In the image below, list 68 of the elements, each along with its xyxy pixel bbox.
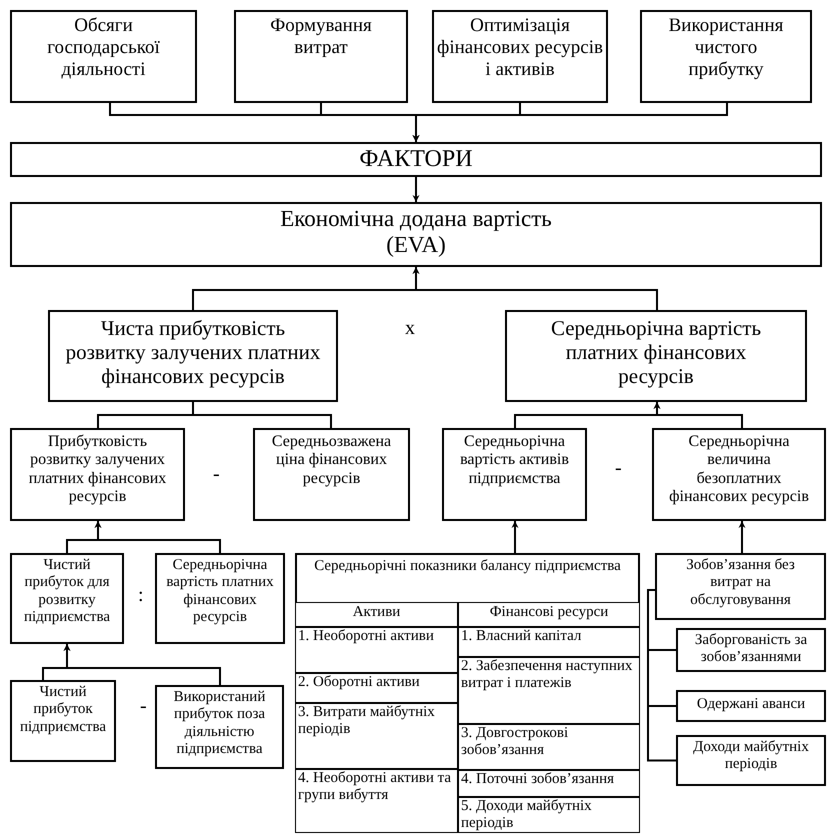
box-label: Використання чистого прибутку <box>668 15 784 81</box>
table-cell: 1. Власний капітал <box>458 627 640 657</box>
table-cell: 1. Необоротні активи <box>295 627 458 673</box>
arrow <box>654 402 743 428</box>
process-box <box>155 685 284 769</box>
operator-sign: - <box>213 464 220 484</box>
table <box>295 553 640 833</box>
process-box <box>10 202 822 267</box>
table-cell: 5. Доходи майбутніх періодів <box>458 797 640 833</box>
box-label: Зобов’язання без витрат на обслуговування <box>685 557 796 609</box>
operator-sign: x <box>405 318 415 338</box>
table-cell: 2. Забезпечення наступних витрат і платежів <box>458 657 640 724</box>
process-box <box>432 10 608 103</box>
process-box <box>10 553 124 644</box>
process-box <box>505 310 807 402</box>
process-box <box>10 10 197 103</box>
process-box <box>155 553 285 644</box>
process-box <box>655 553 826 620</box>
box-label: ФАКТОРИ <box>358 146 474 174</box>
box-label: Оптимізація фінансових ресурсів і активів <box>436 15 604 81</box>
box-label: Доходи майбутніх періодів <box>692 739 810 774</box>
box-label: Використаний прибуток поза діяльністю підприємства <box>172 689 266 758</box>
arrow <box>64 644 221 685</box>
arrow <box>512 521 518 553</box>
box-label: Середньорічна вартість активів підприємства <box>459 433 570 488</box>
table-title: Середньорічні показники балансу підприємства <box>313 558 622 576</box>
table-cell: Фінансові ресурси <box>458 602 640 627</box>
box-label: Середньорічна вартість платних фінансових ресурсів <box>550 316 762 388</box>
process-box <box>253 428 410 521</box>
process-box <box>652 428 826 521</box>
operator-sign: : <box>138 585 144 605</box>
table-cell: 4. Поточні зобов’язання <box>458 770 640 797</box>
process-box <box>442 428 587 521</box>
box-label: Середньозважена ціна фінансових ресурсів <box>270 433 392 488</box>
connector-line <box>647 589 676 762</box>
table-cell: 2. Оборотні активи <box>295 673 458 703</box>
process-box <box>640 10 812 103</box>
box-label: Чистий прибуток підприємства <box>18 684 108 736</box>
box-label: Обсяги господарської діяльності <box>46 15 161 81</box>
table-cell: 4. Необоротні активи та групи вибуття <box>295 769 458 833</box>
table-cell: 3. Довгострокові зобов’язання <box>458 724 640 770</box>
process-box <box>676 735 826 786</box>
process-box <box>48 310 338 402</box>
arrow <box>412 103 728 142</box>
box-label: Чистий прибуток для розвитку підприємства <box>22 557 112 626</box>
connector-line <box>192 402 332 428</box>
table-cell: 3. Витрати майбутніх періодів <box>295 703 458 769</box>
process-box <box>234 10 408 103</box>
box-label: Економічна додана вартість (EVA) <box>279 206 553 259</box>
process-box <box>10 680 116 762</box>
process-box <box>10 142 822 177</box>
process-box <box>10 428 185 521</box>
box-label: Середньорічна вартість платних фінансових ресурсів <box>165 557 275 626</box>
arrow <box>412 177 420 202</box>
box-label: Одержані аванси <box>696 696 806 714</box>
arrow <box>94 521 221 553</box>
box-label: Середньорічна величина безоплатних фінансових ресурсів <box>668 433 810 507</box>
arrow <box>738 521 746 553</box>
operator-sign: - <box>615 458 622 478</box>
table-cell: Активи <box>295 602 458 627</box>
box-label: Чиста прибутковість розвитку залучених платних фінансових ресурсів <box>64 316 322 388</box>
box-label: Заборгованість за зобов’язаннями <box>694 632 808 666</box>
box-label: Прибутковість розвитку залучених платних фінансових ресурсів <box>28 433 168 507</box>
process-box <box>676 690 826 722</box>
arrow <box>412 267 658 310</box>
box-label: Формування витрат <box>269 15 373 59</box>
operator-sign: - <box>140 696 147 716</box>
process-box <box>676 628 826 672</box>
